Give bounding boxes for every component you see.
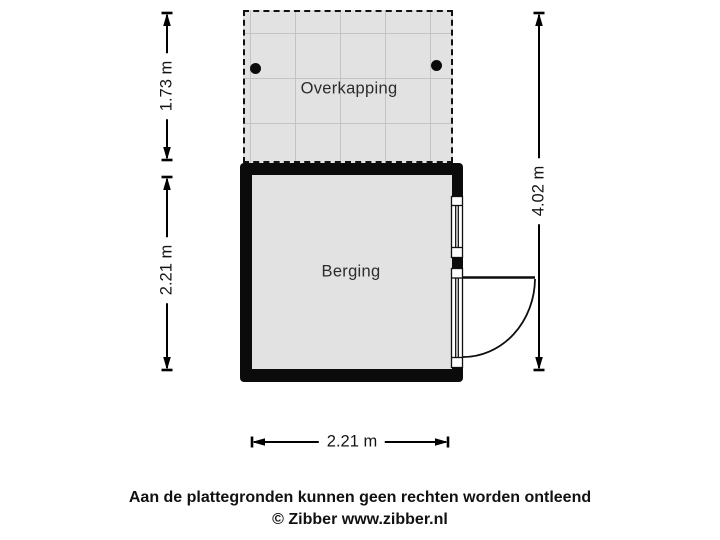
post-dot-icon xyxy=(431,60,442,71)
dimension-label-total-height: 4.02 m xyxy=(526,157,552,225)
door-swing-icon xyxy=(462,276,536,358)
dimension-label-berging-height: 2.21 m xyxy=(154,236,180,304)
footer-copyright: © Zibber www.zibber.nl xyxy=(272,511,448,528)
room-label-overkapping: Overkapping xyxy=(300,79,398,98)
door-panel-icon xyxy=(450,267,464,369)
dimension-label-overkapping-height: 1.73 m xyxy=(154,52,180,120)
berging-floor xyxy=(252,175,452,369)
dimension-label-width: 2.21 m xyxy=(318,429,386,455)
footer-disclaimer: Aan de plattegronden kunnen geen rechten… xyxy=(128,489,592,506)
overkapping-area xyxy=(243,10,453,163)
window-icon xyxy=(450,195,464,259)
post-dot-icon xyxy=(250,63,261,74)
room-label-berging: Berging xyxy=(321,262,381,281)
footer: Aan de plattegronden kunnen geen rechten… xyxy=(0,487,720,531)
